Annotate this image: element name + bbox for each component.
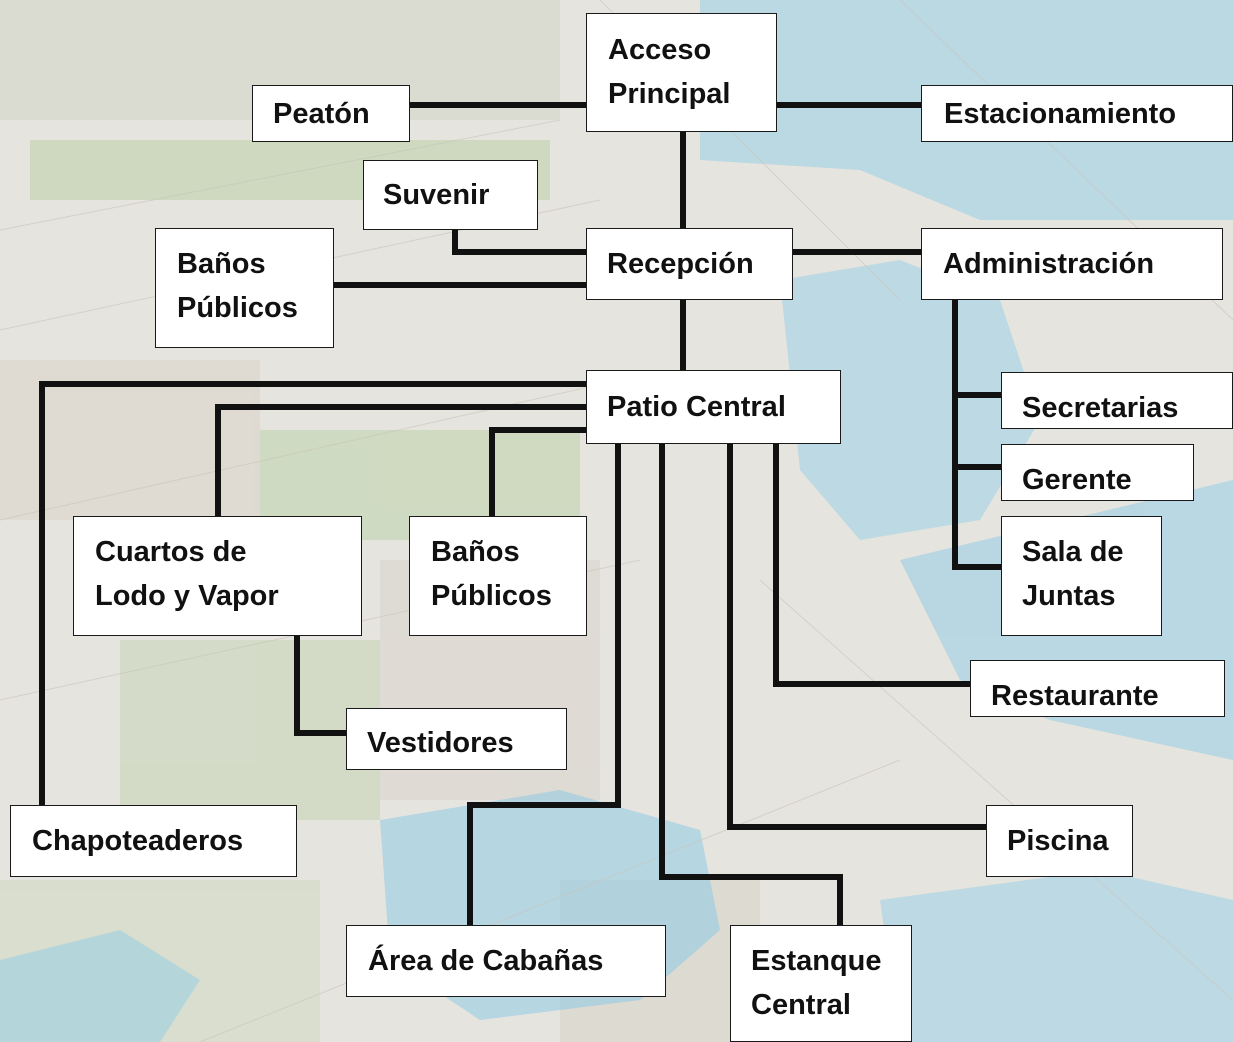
- node-label: Baños Públicos: [177, 248, 298, 324]
- node-area-cabanas: Área de Cabañas: [346, 925, 666, 997]
- node-banos-publicos-patio: Baños Públicos: [409, 516, 587, 636]
- edge-recepcion-suvenir: [452, 227, 589, 255]
- node-patio-central: Patio Central: [586, 370, 841, 444]
- node-label: Suvenir: [383, 179, 490, 211]
- edge-cuartos-vestidores: [294, 633, 349, 736]
- node-label: Vestidores: [367, 727, 514, 759]
- edge-patio-estanque: [659, 441, 843, 928]
- edge-patio-banos-publicos: [489, 427, 589, 519]
- node-label: Peatón: [273, 98, 370, 130]
- node-gerente: Gerente: [1001, 444, 1194, 501]
- node-label: Piscina: [1007, 825, 1109, 857]
- node-estacionamiento: Estacionamiento: [921, 85, 1233, 142]
- node-label: Sala de Juntas: [1022, 536, 1124, 612]
- edge-patio-cuartos: [215, 404, 589, 519]
- node-suvenir: Suvenir: [363, 160, 538, 230]
- edge-admin-trunk: [952, 297, 1004, 570]
- node-secretarias: Secretarias: [1001, 372, 1233, 429]
- node-estanque-central: Estanque Central: [730, 925, 912, 1042]
- edge-patio-restaurante: [773, 441, 973, 687]
- node-label: Secretarias: [1022, 392, 1179, 424]
- node-label: Baños Públicos: [431, 536, 552, 612]
- node-label: Gerente: [1022, 464, 1132, 496]
- node-recepcion: Recepción: [586, 228, 793, 300]
- node-administracion: Administración: [921, 228, 1223, 300]
- node-sala-de-juntas: Sala de Juntas: [1001, 516, 1162, 636]
- node-label: Estanque Central: [751, 945, 882, 1021]
- node-vestidores: Vestidores: [346, 708, 567, 770]
- node-label: Chapoteaderos: [32, 825, 244, 857]
- node-restaurante: Restaurante: [970, 660, 1225, 717]
- node-chapoteaderos: Chapoteaderos: [10, 805, 297, 877]
- node-label: Recepción: [607, 248, 754, 280]
- edge-patio-piscina: [727, 441, 989, 830]
- node-acceso-principal: Acceso Principal: [586, 13, 777, 132]
- node-cuartos-lodo-vapor: Cuartos de Lodo y Vapor: [73, 516, 362, 636]
- node-label: Patio Central: [607, 391, 786, 423]
- node-label: Restaurante: [991, 680, 1159, 712]
- node-label: Cuartos de Lodo y Vapor: [95, 536, 279, 612]
- node-peaton: Peatón: [252, 85, 410, 142]
- node-label: Estacionamiento: [944, 98, 1177, 130]
- node-banos-publicos-recepcion: Baños Públicos: [155, 228, 334, 348]
- node-label: Acceso Principal: [608, 34, 731, 110]
- node-label: Administración: [943, 248, 1155, 280]
- edge-patio-chapoteaderos: [39, 381, 589, 813]
- edge-patio-area-cabanas: [467, 441, 621, 928]
- node-piscina: Piscina: [986, 805, 1133, 877]
- node-label: Área de Cabañas: [368, 945, 604, 977]
